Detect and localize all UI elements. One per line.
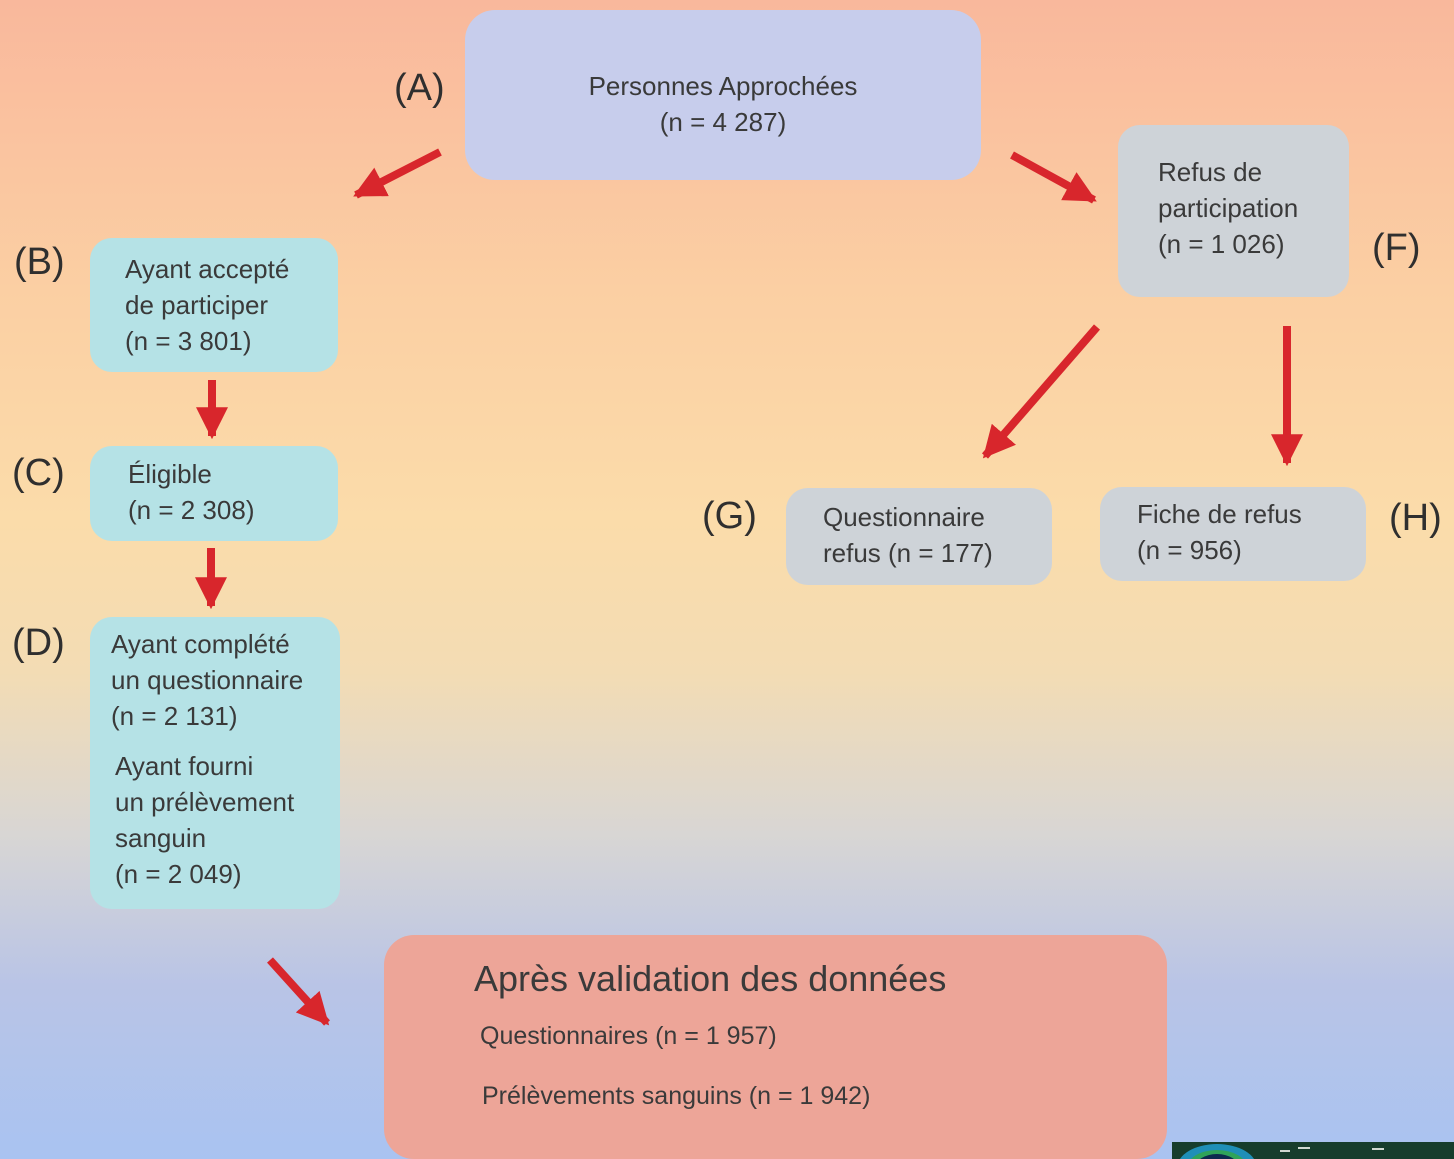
validation-title: Après validation des données — [474, 958, 947, 999]
box-f-line2: participation — [1158, 193, 1299, 223]
box-c-title: Éligible — [128, 459, 212, 489]
box-personnes-approchees: Personnes Approchées (n = 4 287) — [465, 10, 981, 180]
box-h-line1: Fiche de refus — [1137, 499, 1302, 529]
box-d-line6: sanguin — [115, 823, 207, 853]
box-h-count: (n = 956) — [1137, 535, 1242, 565]
box-ayant-accepte: Ayant accepté de participer (n = 3 801) — [90, 238, 338, 372]
label-d: (D) — [12, 622, 65, 664]
arrow-a-to-f — [1010, 151, 1097, 204]
box-d-line5: un prélèvement — [115, 787, 295, 817]
label-h: (H) — [1389, 497, 1442, 539]
box-g-line2: refus (n = 177) — [823, 538, 993, 568]
box-b-count: (n = 3 801) — [125, 326, 252, 356]
box-refus-participation: Refus de participation (n = 1 026) — [1118, 125, 1349, 297]
arrow-f-to-g — [981, 324, 1101, 459]
box-a-title: Personnes Approchées — [588, 71, 858, 101]
corner-logo — [1172, 1142, 1454, 1159]
box-fiche-de-refus: Fiche de refus (n = 956) — [1100, 487, 1366, 581]
box-c-count: (n = 2 308) — [128, 495, 255, 525]
box-ayant-complete: Ayant complété un questionnaire (n = 2 1… — [90, 617, 340, 909]
box-apres-validation: Après validation des données Questionnai… — [384, 935, 1167, 1159]
box-d-line1: Ayant complété — [111, 629, 290, 659]
label-b: (B) — [14, 241, 65, 283]
box-eligible: Éligible (n = 2 308) — [90, 446, 338, 541]
label-c: (C) — [12, 452, 65, 494]
box-f-count: (n = 1 026) — [1158, 229, 1285, 259]
arrow-a-to-b — [353, 148, 442, 199]
label-g: (G) — [702, 495, 757, 537]
box-d-count2: (n = 2 049) — [115, 859, 242, 889]
box-d-line2: un questionnaire — [111, 665, 304, 695]
arrow-d-to-validation — [267, 957, 330, 1026]
label-f: (F) — [1372, 227, 1421, 269]
box-a-count: (n = 4 287) — [659, 107, 787, 137]
label-a: (A) — [394, 67, 445, 109]
box-questionnaire-refus: Questionnaire refus (n = 177) — [786, 488, 1052, 585]
validation-prelevements: Prélèvements sanguins (n = 1 942) — [482, 1082, 871, 1110]
box-b-line2: de participer — [125, 290, 269, 320]
box-d-count1: (n = 2 131) — [111, 701, 238, 731]
logo-emblem-icon — [1179, 1144, 1384, 1159]
box-g-line1: Questionnaire — [823, 502, 985, 532]
box-b-line1: Ayant accepté — [125, 254, 290, 284]
box-d-line4: Ayant fourni — [115, 751, 254, 781]
validation-questionnaires: Questionnaires (n = 1 957) — [480, 1022, 777, 1050]
box-f-line1: Refus de — [1158, 157, 1263, 187]
